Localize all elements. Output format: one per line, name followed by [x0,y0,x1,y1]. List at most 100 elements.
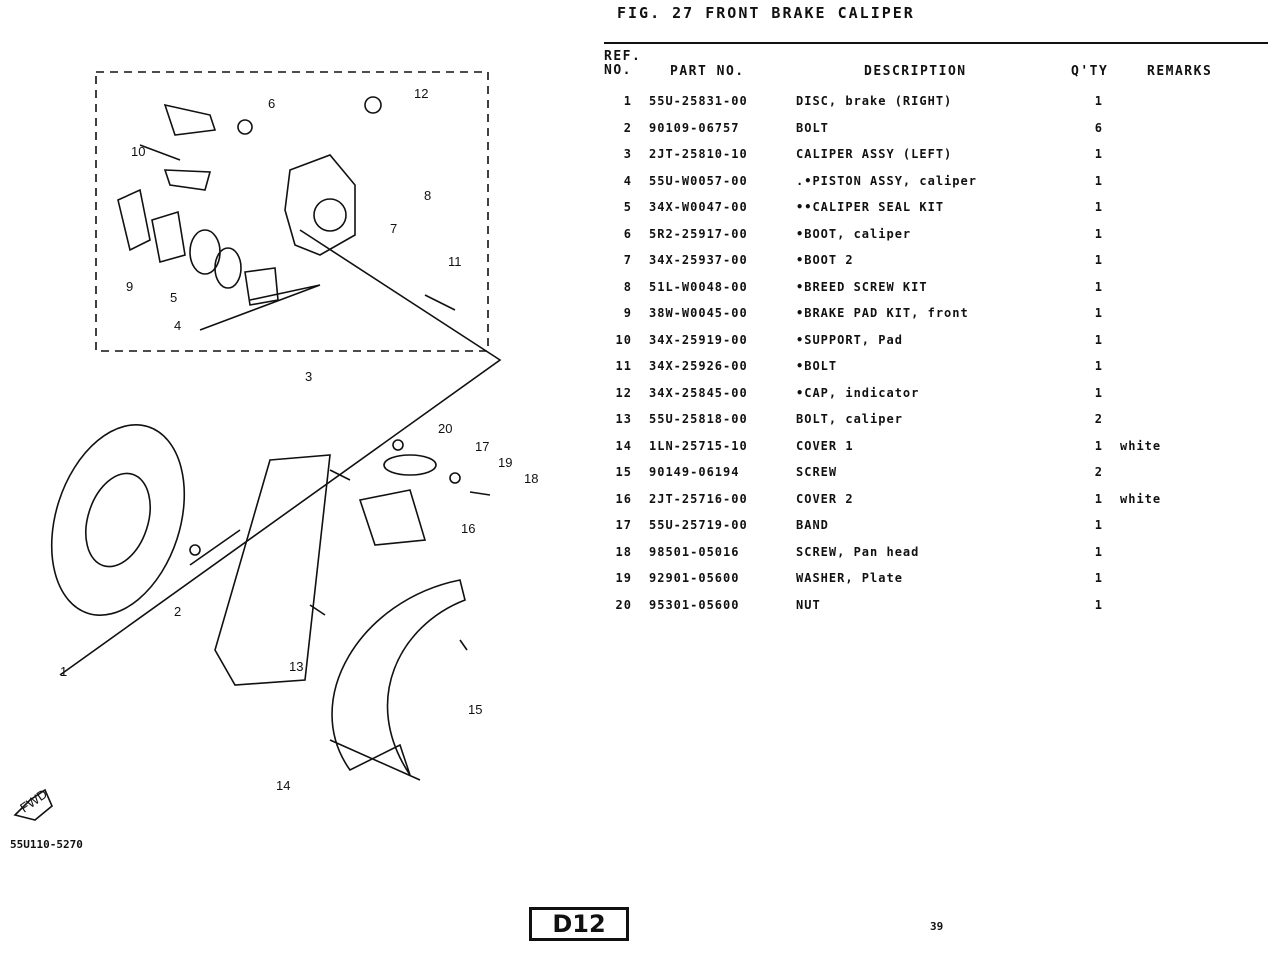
cell-part-no: 92901-05600 [649,571,740,585]
cell-description: CALIPER ASSY (LEFT) [796,147,953,161]
callout-20: 20 [438,421,452,436]
callout-5: 5 [170,290,177,305]
cell-part-no: 2JT-25716-00 [649,491,748,506]
cell-qty: 1 [1094,226,1103,241]
cell-ref: 4 [623,173,632,188]
cell-ref: 10 [615,332,632,347]
callout-19: 19 [498,455,512,470]
pad-support [163,103,217,136]
column-header-remarks: REMARKS [1147,64,1213,79]
cell-qty: 1 [1094,385,1103,400]
table-row: 8 51L-W0048-00 •BREED SCREW KIT 1 [0,280,1273,298]
cell-qty: 1 [1094,438,1103,453]
cell-part-no: 2JT-25810-10 [649,147,748,161]
cell-qty: 1 [1094,359,1103,373]
cell-qty: 1 [1094,94,1103,108]
table-row: 17 55U-25719-00 BAND 1 [0,518,1273,536]
column-header-part-no: PART NO. [670,64,745,79]
callout-15: 15 [468,702,482,717]
cell-part-no: 34X-25919-00 [649,332,748,347]
cell-description: •SUPPORT, Pad [796,332,903,347]
cell-qty: 6 [1094,120,1103,135]
cell-part-no: 34X-W0047-00 [649,200,748,214]
cell-qty: 1 [1094,253,1103,267]
cell-description: •BOLT [796,359,838,373]
cell-ref: 11 [615,359,632,373]
cell-part-no: 38W-W0045-00 [649,306,748,320]
cell-ref: 2 [623,120,632,135]
cell-qty: 1 [1094,518,1103,532]
cell-part-no: 5R2-25917-00 [649,226,748,241]
column-header-qty: Q'TY [1071,64,1109,79]
cell-description: WASHER, Plate [796,571,903,585]
front-arrow-icon [13,788,53,821]
cell-qty: 1 [1094,306,1103,320]
callout-14: 14 [276,778,290,793]
cell-ref: 16 [615,491,632,506]
cell-remarks: white [1120,491,1162,506]
callout-13: 13 [289,659,303,674]
cell-part-no: 98501-05016 [649,544,740,559]
column-header-ref: REF. NO. [604,49,642,78]
cell-qty: 1 [1094,279,1103,294]
disc-cover [331,579,466,776]
cell-part-no: 55U-25818-00 [649,412,748,426]
callout-4: 4 [174,318,181,333]
cell-description: COVER 2 [796,491,854,506]
section-badge: D12 [529,907,629,941]
fork-leg [214,454,331,686]
cell-ref: 7 [623,253,632,267]
cover-2-bracket [358,489,427,546]
cell-part-no: 90109-06757 [649,120,740,135]
cell-ref: 18 [615,544,632,559]
cell-description: •BREED SCREW KIT [796,279,928,294]
callout-6: 6 [268,96,275,111]
cell-ref: 8 [623,279,632,294]
cell-qty: 1 [1094,332,1103,347]
cell-description: SCREW, Pan head [796,544,920,559]
cell-part-no: 51L-W0048-00 [649,279,748,294]
cell-description: NUT [796,597,821,612]
cell-qty: 1 [1094,491,1103,506]
cell-part-no: 55U-25719-00 [649,518,748,532]
cell-description: SCREW [796,465,838,479]
cell-description: COVER 1 [796,438,854,453]
callout-16: 16 [461,521,475,536]
cell-ref: 1 [623,94,632,108]
cell-qty: 1 [1094,173,1103,188]
brake-pad-inner [151,210,186,264]
cell-ref: 14 [615,438,632,453]
cell-ref: 17 [615,518,632,532]
cell-description: BAND [796,518,829,532]
cell-ref: 12 [615,385,632,400]
cell-ref: 15 [615,465,632,479]
cell-description: •BOOT, caliper [796,226,912,241]
cell-ref: 13 [615,412,632,426]
table-header-rule [604,42,1268,44]
callout-11: 11 [448,254,462,269]
cell-ref: 9 [623,306,632,320]
caliper-assy-frame [95,71,489,352]
callout-10: 10 [131,144,145,159]
catalog-code: 55U110-5270 [10,838,83,851]
callout-7: 7 [390,221,397,236]
callout-17: 17 [475,439,489,454]
cell-description: •CAP, indicator [796,385,920,400]
cell-ref: 5 [623,200,632,214]
cell-part-no: 1LN-25715-10 [649,438,748,453]
cell-part-no: 90149-06194 [649,465,740,479]
cell-ref: 19 [615,571,632,585]
